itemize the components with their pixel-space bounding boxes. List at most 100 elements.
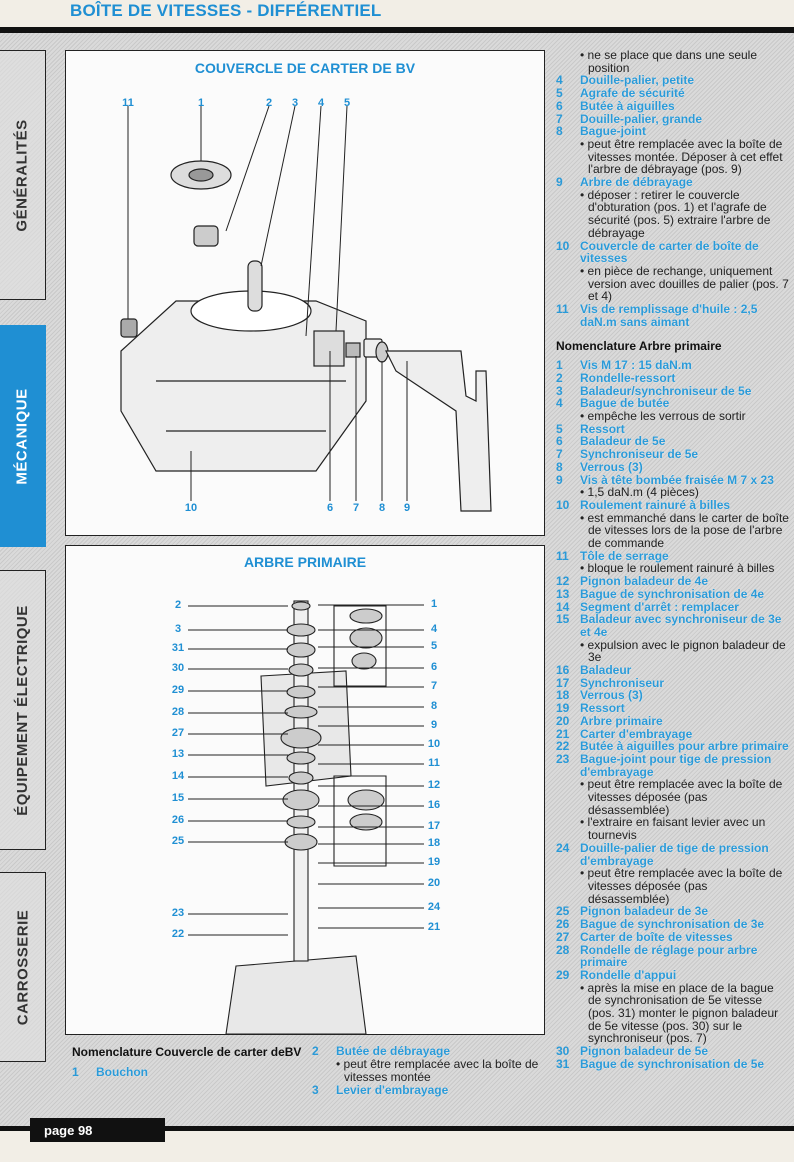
item-note: • peut être remplacée avec la boîte de v…	[580, 866, 783, 906]
tab-equipement-electrique[interactable]: ÉQUIPEMENT ÉLECTRIQUE	[0, 570, 46, 850]
item-title: Ressort	[580, 421, 625, 436]
item-number: 11	[556, 302, 569, 317]
item-title: Baladeur	[580, 663, 632, 678]
footer-rule	[0, 1126, 794, 1131]
item-number: 2	[556, 370, 563, 385]
item-number: 15	[556, 612, 570, 627]
item-title: Bague de synchronisation de 3e	[580, 917, 765, 932]
item-number: 7	[556, 111, 563, 126]
item-note: • peut être remplacée avec la boîte de v…	[336, 1057, 539, 1084]
tab-generalites[interactable]: GÉNÉRALITÉS	[0, 50, 46, 300]
callout-label: 3	[174, 623, 182, 635]
item-number: 14	[556, 599, 570, 614]
callout-label: 9	[430, 719, 438, 731]
callout-label: 1	[197, 97, 205, 109]
tab-label: MÉCANIQUE	[14, 387, 32, 485]
nomenclature-item: 18 Verrous (3)	[556, 689, 790, 702]
item-number: 18	[556, 688, 570, 703]
tab-mecanique[interactable]: MÉCANIQUE	[0, 325, 46, 547]
item-title: Verrous (3)	[580, 459, 643, 474]
item-number: 19	[556, 701, 570, 716]
callout-label: 16	[427, 799, 441, 811]
callout-label: 9	[403, 502, 411, 514]
item-title: Couvercle de carter de boîte de vitesses	[580, 238, 759, 266]
item-note: • peut être remplacée avec la boîte de v…	[580, 777, 783, 817]
item-title: Rondelle d'appui	[580, 967, 677, 982]
item-title: Douille-palier, petite	[580, 73, 695, 88]
diagram-title: COUVERCLE DE CARTER DE BV	[194, 60, 416, 76]
item-title: Rondelle-ressort	[580, 370, 676, 385]
nomenclature-item: 2 Butée de débrayage• peut être remplacée…	[312, 1045, 542, 1084]
callout-label: 5	[343, 97, 351, 109]
callout-label: 7	[352, 502, 360, 514]
item-number: 31	[556, 1056, 570, 1071]
item-title: Bague de synchronisation de 5e	[580, 1056, 765, 1071]
callout-label: 12	[427, 779, 441, 791]
item-number	[556, 49, 580, 74]
header-rule	[0, 27, 794, 33]
item-number: 12	[556, 574, 570, 589]
nomenclature-item: 28 Rondelle de réglage pour arbre primair…	[556, 942, 790, 970]
callout-label: 13	[171, 748, 185, 760]
item-number: 23	[556, 751, 570, 766]
callout-label: 25	[171, 835, 185, 847]
callout-label: 17	[427, 820, 441, 832]
item-number: 4	[556, 396, 563, 411]
item-note: • empêche les verrous de sortir	[580, 408, 746, 423]
item-title: Roulement rainuré à billes	[580, 497, 731, 512]
item-note: • après la mise en place de la bague de …	[580, 980, 779, 1046]
item-number: 9	[556, 472, 563, 487]
item-number: 3	[312, 1083, 319, 1097]
callout-label: 18	[427, 837, 441, 849]
nomenclature-item: 31 Bague de synchronisation de 5e	[556, 1058, 790, 1071]
item-title: Tôle de serrage	[580, 548, 669, 563]
item-note: • en pièce de rechange, uniquement versi…	[580, 263, 789, 304]
item-title: Arbre primaire	[580, 713, 663, 728]
item-title: Bague de synchronisation de 4e	[580, 586, 765, 601]
item-title: Verrous (3)	[580, 688, 643, 703]
nomenclature-column: • ne se place que dans une seule positio…	[556, 49, 790, 1071]
item-number: 3	[556, 383, 563, 398]
item-number: 17	[556, 675, 570, 690]
item-note: • ne se place que dans une seule positio…	[580, 48, 757, 75]
item-number: 28	[556, 942, 570, 957]
callout-label: 8	[430, 700, 438, 712]
item-number: 16	[556, 663, 570, 678]
item-title: Rondelle de réglage pour arbre primaire	[580, 942, 758, 970]
nomenclature-item: 2 Rondelle-ressort	[556, 372, 790, 385]
item-title: Bague-joint pour tige de pression d'embr…	[580, 751, 772, 779]
item-number: 25	[556, 904, 570, 919]
item-number: 10	[556, 497, 570, 512]
item-title: Bague de butée	[580, 396, 670, 411]
item-note: • l'extraire en faisant levier avec un t…	[580, 815, 766, 843]
callout-label: 23	[171, 907, 185, 919]
callout-label: 3	[291, 97, 299, 109]
item-title: Bague-joint	[580, 124, 646, 139]
item-number: 2	[312, 1044, 319, 1058]
gearbox-cover-drawing	[120, 105, 492, 512]
item-title: Butée de débrayage	[336, 1044, 451, 1058]
item-title: Butée à aiguilles	[580, 98, 675, 113]
item-number: 6	[556, 434, 563, 449]
callout-label: 1	[430, 598, 438, 610]
item-title: Bouchon	[96, 1065, 148, 1079]
tab-carrosserie[interactable]: CARROSSERIE	[0, 872, 46, 1062]
item-title: Pignon baladeur de 3e	[580, 904, 709, 919]
item-title: Pignon baladeur de 4e	[580, 574, 709, 589]
nomenclature-item: 10 Roulement rainuré à billes• est emmanc…	[556, 499, 790, 550]
item-number: 9	[556, 175, 563, 190]
callout-label: 30	[171, 662, 185, 674]
callout-label: 29	[171, 684, 185, 696]
item-note: • est emmanché dans le carter de boîte d…	[580, 510, 789, 551]
